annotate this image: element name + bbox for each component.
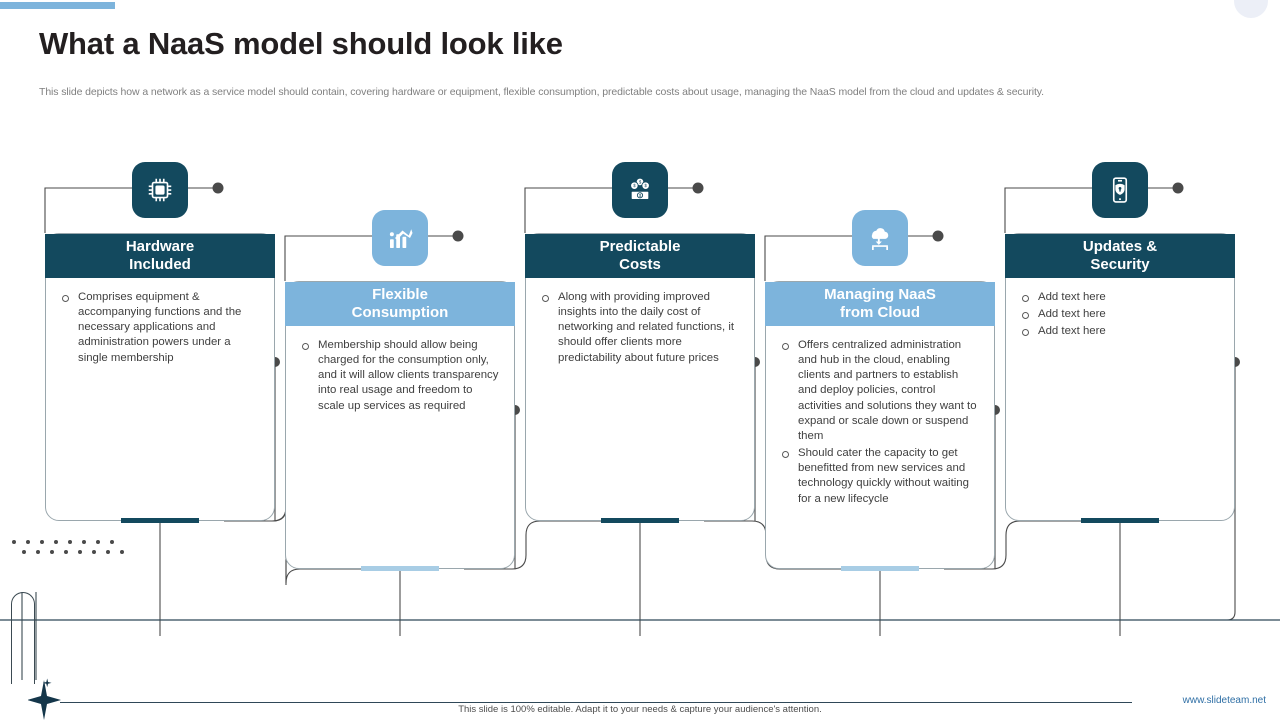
list-item: Along with providing improved insights i…: [536, 290, 740, 366]
card-body-hardware-included: Comprises equipment & accompanying funct…: [46, 282, 274, 378]
footer-note: This slide is 100% editable. Adapt it to…: [458, 704, 822, 715]
list-item: Membership should allow being charged fo…: [296, 338, 500, 414]
top-left-accent-bar: [0, 2, 115, 9]
decorative-dot: [22, 550, 26, 554]
card-header-updates-and-security: Updates &Security: [1005, 234, 1235, 278]
icon-tile-hardware-included: [132, 162, 188, 218]
decorative-dot: [50, 550, 54, 554]
phone-lock-icon: [1112, 177, 1128, 203]
page-subtitle: This slide depicts how a network as a se…: [39, 86, 1044, 98]
list-item: Should cater the capacity to get benefit…: [776, 446, 980, 507]
money-coins-icon: $$ $$: [630, 177, 650, 200]
sparkle-icon: [28, 678, 61, 720]
icon-tile-predictable-costs: $$ $$: [612, 162, 668, 218]
list-item: Offers centralized administration and hu…: [776, 338, 980, 444]
card-body-predictable-costs: Along with providing improved insights i…: [526, 282, 754, 378]
card-body-managing-naas-from-cloud: Offers centralized administration and hu…: [766, 330, 994, 519]
decorative-dot: [40, 540, 44, 544]
cpu-chip-icon: [148, 178, 172, 202]
rail-dot-top-2: [452, 230, 464, 242]
svg-text:$: $: [644, 183, 647, 188]
list-item: Add text here: [1016, 290, 1220, 305]
decorative-dot: [54, 540, 58, 544]
bullet-list-updates-and-security: Add text here Add text here Add text her…: [1016, 290, 1220, 339]
bullet-list-predictable-costs: Along with providing improved insights i…: [536, 290, 740, 366]
brand-url[interactable]: www.slideteam.net: [1182, 695, 1266, 706]
card-accent-bar-flexible-consumption: [361, 565, 439, 571]
rail-dot-top-5: [1172, 182, 1184, 194]
top-right-decorative-blob: [1234, 0, 1268, 18]
decorative-dot: [12, 540, 16, 544]
list-item: Add text here: [1016, 324, 1220, 339]
decorative-dot: [82, 540, 86, 544]
icon-tile-flexible-consumption: [372, 210, 428, 266]
decorative-dot: [26, 540, 30, 544]
bar-chart-growth-icon: [389, 229, 413, 248]
decorative-dot: [64, 550, 68, 554]
decorative-dot: [96, 540, 100, 544]
decorative-tube-shape: [11, 592, 35, 684]
card-updates-and-security[interactable]: Updates &Security Add text here Add text…: [1005, 233, 1235, 523]
icon-tile-managing-naas-from-cloud: [852, 210, 908, 266]
bullet-list-managing-naas-from-cloud: Offers centralized administration and hu…: [776, 338, 980, 507]
rail-dot-top-4: [932, 230, 944, 242]
card-accent-bar-managing-naas-from-cloud: [841, 565, 919, 571]
page-title: What a NaaS model should look like: [39, 26, 563, 61]
card-accent-bar-hardware-included: [121, 517, 199, 523]
decorative-dot: [68, 540, 72, 544]
decorative-dot-grid: [12, 540, 124, 566]
footer-divider: [60, 702, 1132, 704]
card-title-updates-and-security: Updates &Security: [1082, 237, 1158, 273]
decorative-dot: [78, 550, 82, 554]
bullet-list-hardware-included: Comprises equipment & accompanying funct…: [56, 290, 260, 366]
rail-seg-a2: [286, 569, 300, 585]
rail-dot-top-3: [692, 182, 704, 194]
card-accent-bar-predictable-costs: [601, 517, 679, 523]
decorative-dot: [36, 550, 40, 554]
decorative-dot: [120, 550, 124, 554]
list-item: Add text here: [1016, 307, 1220, 322]
svg-text:$: $: [633, 183, 636, 188]
card-body-updates-and-security: Add text here Add text here Add text her…: [1006, 282, 1234, 351]
svg-text:$: $: [639, 179, 642, 184]
cloud-transfer-icon: [871, 228, 889, 250]
rail-dot-top-1: [212, 182, 224, 194]
decorative-dot: [106, 550, 110, 554]
card-accent-bar-updates-and-security: [1081, 517, 1159, 523]
icon-tile-updates-and-security: [1092, 162, 1148, 218]
card-body-flexible-consumption: Membership should allow being charged fo…: [286, 330, 514, 426]
bullet-list-flexible-consumption: Membership should allow being charged fo…: [296, 338, 500, 414]
decorative-dot: [110, 540, 114, 544]
decorative-dot: [92, 550, 96, 554]
list-item: Comprises equipment & accompanying funct…: [56, 290, 260, 366]
